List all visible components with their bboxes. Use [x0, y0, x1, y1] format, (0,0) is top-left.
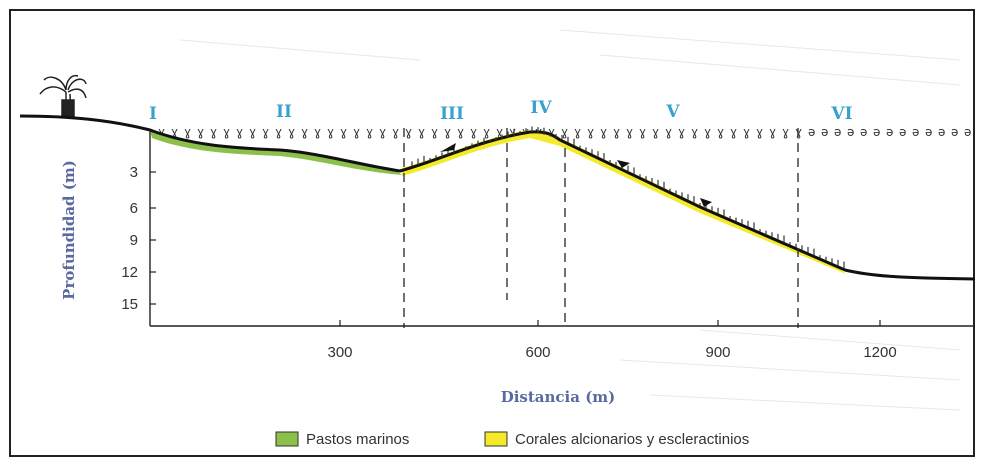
wave-mark: ɣ: [197, 125, 204, 139]
y-axis-ticks: [150, 171, 156, 305]
x-axis-ticks: [339, 320, 881, 326]
figure-frame: [9, 9, 975, 457]
wave-mark: ɣ: [600, 125, 607, 139]
wave-mark: ɣ: [444, 125, 451, 139]
wave-mark: ə: [860, 125, 867, 139]
legend-swatch-seagrass: [275, 431, 299, 447]
seagrass-band: [150, 130, 402, 175]
zone-label-iii: III: [440, 104, 464, 124]
wave-mark: ɣ: [210, 125, 217, 139]
current-arrows: [440, 143, 712, 207]
x-tick-label: 1200: [863, 344, 896, 361]
wave-mark: ɣ: [418, 125, 425, 139]
zone-dividers: [403, 128, 799, 328]
legend-label-seagrass: Pastos marinos: [306, 431, 409, 448]
wave-mark: ɣ: [639, 125, 646, 139]
wave-mark: ɣ: [470, 125, 477, 139]
legend: Pastos marinos Corales alcionarios y esc…: [275, 431, 749, 448]
wave-mark: ə: [938, 125, 945, 139]
wave-mark: ɣ: [301, 125, 308, 139]
wave-mark: ə: [808, 125, 815, 139]
wave-mark: ɣ: [327, 125, 334, 139]
y-tick-label: 12: [121, 264, 138, 281]
wave-mark: ɣ: [184, 125, 191, 139]
wave-mark: ɣ: [587, 125, 594, 139]
wave-mark: ɣ: [457, 125, 464, 139]
coral-formations: [411, 126, 845, 269]
wave-mark: ɣ: [548, 125, 555, 139]
wave-mark: ɣ: [236, 125, 243, 139]
wave-mark: ɣ: [275, 125, 282, 139]
wave-mark: ɣ: [392, 125, 399, 139]
wave-mark: ə: [886, 125, 893, 139]
wave-mark: ɣ: [704, 125, 711, 139]
wave-mark: ɣ: [665, 125, 672, 139]
y-tick-label: 6: [130, 200, 138, 217]
wave-mark: ɣ: [561, 125, 568, 139]
wave-mark: ɣ: [431, 125, 438, 139]
wave-mark: ə: [964, 125, 971, 139]
y-tick-label: 9: [130, 232, 138, 249]
zone-label-v: V: [665, 102, 680, 122]
x-axis-title: Distancia (m): [501, 388, 616, 406]
zone-label-iv: IV: [530, 98, 552, 118]
wave-mark: ɣ: [483, 125, 490, 139]
wave-mark: ɣ: [223, 125, 230, 139]
wave-mark: ə: [834, 125, 841, 139]
wave-mark: ə: [951, 125, 958, 139]
wave-mark: ɣ: [262, 125, 269, 139]
wave-mark: ə: [912, 125, 919, 139]
wave-mark: ɣ: [171, 125, 178, 139]
wave-mark: ə: [899, 125, 906, 139]
x-tick-label: 900: [705, 344, 730, 361]
legend-swatch-corals: [484, 431, 508, 447]
wave-mark: ɣ: [574, 125, 581, 139]
background-texture: [179, 29, 961, 411]
wave-mark: ɣ: [249, 125, 256, 139]
wave-mark: ɣ: [626, 125, 633, 139]
palm-tree-icon: [39, 74, 87, 117]
wave-mark: ɣ: [613, 125, 620, 139]
wave-mark: ɣ: [782, 125, 789, 139]
wave-mark: ɣ: [769, 125, 776, 139]
x-tick-label: 300: [327, 344, 352, 361]
wave-mark: ɣ: [756, 125, 763, 139]
wave-mark: ɣ: [366, 125, 373, 139]
y-tick-label: 3: [130, 164, 138, 181]
wave-mark: ə: [847, 125, 854, 139]
wave-mark: ɣ: [353, 125, 360, 139]
wave-mark: ə: [873, 125, 880, 139]
axes: [149, 130, 975, 327]
wave-mark: ɣ: [496, 125, 503, 139]
wave-mark: ɣ: [678, 125, 685, 139]
wave-mark: ɣ: [379, 125, 386, 139]
zone-label-vi: VI: [830, 104, 852, 124]
wave-mark: ɣ: [717, 125, 724, 139]
wave-mark: ə: [821, 125, 828, 139]
wave-mark: ɣ: [340, 125, 347, 139]
x-tick-label: 600: [525, 344, 550, 361]
wave-mark: ɣ: [288, 125, 295, 139]
seabed-profile: [19, 114, 976, 281]
zone-label-i: I: [149, 104, 157, 124]
wave-mark: ɣ: [405, 125, 412, 139]
wave-mark: ɣ: [652, 125, 659, 139]
wave-mark: ə: [925, 125, 932, 139]
legend-label-corals: Corales alcionarios y escleractinios: [515, 431, 749, 448]
wave-mark: ɣ: [691, 125, 698, 139]
coral-band: [402, 130, 846, 274]
wave-mark: ɣ: [743, 125, 750, 139]
y-tick-label: 15: [121, 296, 138, 313]
wave-mark: ɣ: [509, 125, 516, 139]
y-axis-title: Profundidad (m): [60, 160, 78, 300]
wave-mark: ɣ: [314, 125, 321, 139]
wave-mark: ɣ: [730, 125, 737, 139]
wave-mark: ɣ: [158, 125, 165, 139]
zone-label-ii: II: [276, 102, 292, 122]
